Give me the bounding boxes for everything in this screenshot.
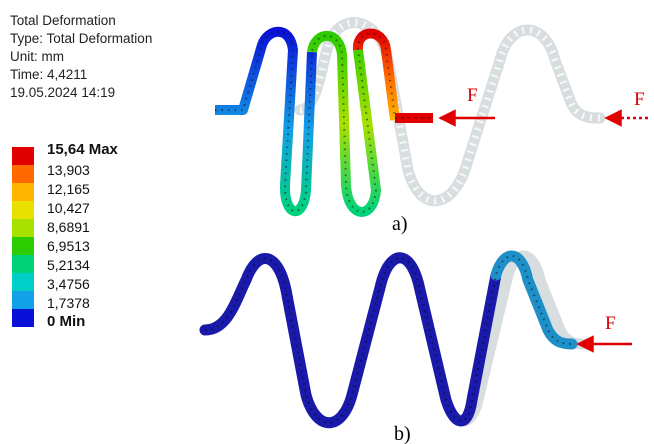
legend-label-6: 5,2134 xyxy=(47,257,90,273)
legend-label-3: 10,427 xyxy=(47,200,90,216)
result-title: Total Deformation xyxy=(10,13,116,28)
legend-swatch-0 xyxy=(12,147,34,165)
legend-swatch-5 xyxy=(12,237,34,255)
legend-label-5: 6,9513 xyxy=(47,238,90,254)
legend-swatch-2 xyxy=(12,183,34,201)
force-label-b: F xyxy=(605,313,616,334)
result-time: Time: 4,4211 xyxy=(10,67,88,82)
deformed-spring-b xyxy=(199,252,502,429)
legend-swatch-8 xyxy=(12,291,34,309)
legend-label-4: 8,6891 xyxy=(47,219,90,235)
legend-swatch-3 xyxy=(12,201,34,219)
legend-swatch-1 xyxy=(12,165,34,183)
result-date: 19.05.2024 14:19 xyxy=(10,85,116,100)
legend-swatch-7 xyxy=(12,273,34,291)
legend-swatch-9 xyxy=(12,309,34,327)
legend-label-max: 15,64 Max xyxy=(47,141,118,158)
legend-swatch-6 xyxy=(12,255,34,273)
legend-label-min: 0 Min xyxy=(47,313,86,330)
deformed-spring-a xyxy=(215,26,433,217)
legend-label-1: 13,903 xyxy=(47,162,90,178)
caption-b: b) xyxy=(394,423,411,444)
legend-label-7: 3,4756 xyxy=(47,276,90,292)
force-label-a: F xyxy=(467,85,478,106)
result-unit: Unit: mm xyxy=(10,49,64,64)
result-type: Type: Total Deformation xyxy=(10,31,153,46)
legend-label-2: 12,165 xyxy=(47,181,90,197)
legend-label-8: 1,7378 xyxy=(47,295,90,311)
force-label-dashed-a: F xyxy=(634,89,645,110)
legend-swatch-4 xyxy=(12,219,34,237)
result-info: Total Deformation Type: Total Deformatio… xyxy=(10,12,152,102)
caption-a: a) xyxy=(392,213,408,235)
